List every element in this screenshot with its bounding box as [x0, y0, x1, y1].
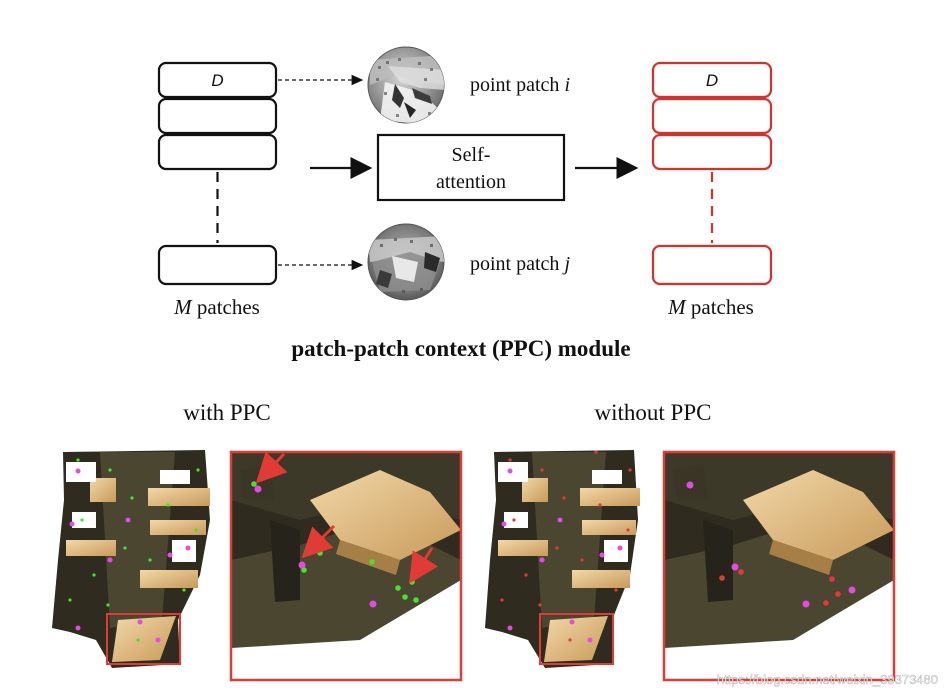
left-patch-box-3	[157, 133, 278, 171]
with-ppc-overview-image	[52, 450, 210, 668]
right-patch-box-2	[651, 97, 773, 135]
left-dimension-label: D	[211, 71, 223, 90]
left-patch-box-last	[157, 244, 278, 286]
without-ppc-zoom-image	[662, 450, 896, 682]
self-attention-line1: Self-	[452, 144, 491, 166]
point-patch-j-label: point patch j	[470, 253, 570, 275]
right-patch-stack: D M patches	[651, 61, 773, 319]
point-cloud-patch-icon	[367, 46, 445, 124]
left-caption: M patches	[173, 295, 260, 319]
point-cloud-patch-icon	[367, 223, 445, 301]
right-patch-box-1	[651, 61, 773, 99]
without-ppc-overview-image	[485, 450, 640, 668]
with-ppc-zoom-region	[106, 613, 181, 665]
red-arrow-icon	[301, 524, 336, 559]
self-attention-box	[376, 133, 566, 202]
watermark: https://blog.csdn.net/weixin_39373480	[717, 672, 938, 687]
red-arrow-icon	[409, 547, 438, 584]
without-ppc-label: without PPC	[595, 400, 712, 425]
red-arrow-icon	[255, 451, 288, 484]
self-attention-line2: attention	[436, 171, 506, 193]
right-dimension-label: D	[706, 71, 718, 90]
module-title: patch-patch context (PPC) module	[291, 336, 630, 361]
left-patch-stack: D M patches	[157, 61, 278, 319]
point-patch-i-label: point patch i	[470, 74, 570, 96]
without-ppc-zoom-region	[539, 613, 614, 665]
with-ppc-zoom-image	[229, 450, 463, 682]
right-patch-box-3	[651, 133, 773, 171]
with-ppc-label: with PPC	[183, 400, 271, 425]
left-patch-box-2	[157, 97, 278, 135]
left-patch-box-1	[157, 61, 278, 99]
right-caption: M patches	[667, 295, 754, 319]
right-patch-box-last	[651, 244, 773, 286]
